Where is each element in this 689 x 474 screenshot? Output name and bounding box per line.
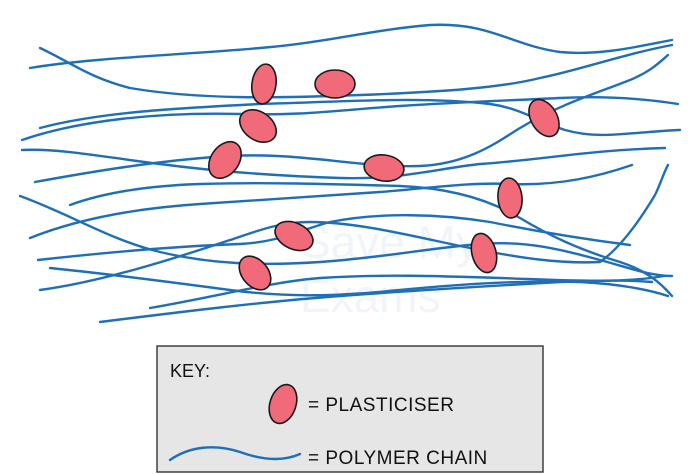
- plasticiser-molecule: [238, 108, 278, 144]
- plasticisers: [207, 63, 560, 291]
- key-plasticiser-symbol: [268, 383, 298, 425]
- polymer-chain: [20, 146, 667, 180]
- polymer-chain: [38, 163, 670, 292]
- polymer-chain: [38, 98, 682, 137]
- polymer-chain: [68, 181, 674, 298]
- plasticiser-molecule: [238, 255, 272, 291]
- plasticiser-molecule: [314, 69, 356, 99]
- key-plasticiser-label: = PLASTICISER: [308, 395, 454, 416]
- polymer-chain: [18, 194, 674, 278]
- watermark-line-1: Save My: [300, 216, 479, 268]
- plasticiser-molecule: [207, 140, 243, 180]
- plasticiser-molecule: [470, 232, 498, 274]
- key-polymer-chain-label: = POLYMER CHAIN: [308, 448, 488, 469]
- key-polymer-chain-symbol: [168, 446, 302, 462]
- key-box: KEY: = PLASTICISER = POLYMER CHAIN: [156, 345, 544, 473]
- plasticiser-molecule: [250, 63, 278, 105]
- polymer-chain: [48, 266, 670, 298]
- key-title: KEY:: [170, 361, 210, 381]
- plasticiser-molecule: [528, 98, 560, 138]
- polymer-chain: [28, 163, 634, 240]
- polymer-chain: [148, 274, 666, 310]
- plasticiser-molecule: [274, 220, 314, 252]
- polymer-chain: [33, 53, 670, 184]
- polymer-chain: [28, 23, 674, 70]
- polymer-chains: [18, 23, 682, 324]
- polymer-chain: [38, 43, 674, 99]
- plasticiser-molecule: [497, 177, 523, 219]
- key-background: [156, 345, 544, 473]
- plasticiser-molecule: [363, 154, 405, 182]
